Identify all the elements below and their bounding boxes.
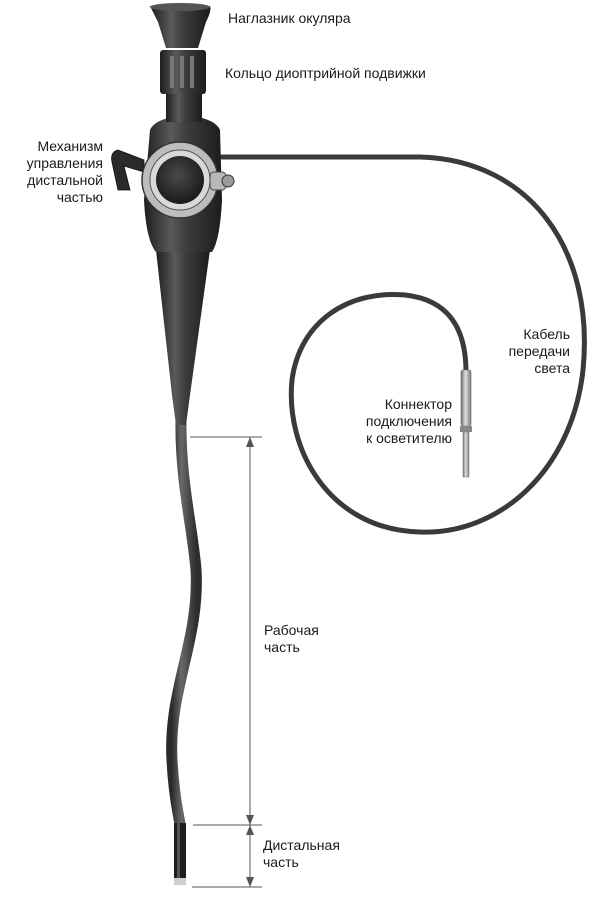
- eyecup: [150, 6, 211, 48]
- control-knob: [156, 156, 204, 204]
- label-working-part-line: часть: [264, 639, 300, 655]
- dimension-lines: [190, 436, 262, 888]
- label-distal-control: Механизм управления дистальной частью: [0, 138, 103, 206]
- label-distal-control-line: управления: [26, 155, 103, 171]
- label-eyepiece: Наглазник окуляра: [228, 10, 351, 27]
- label-distal-part: Дистальная часть: [263, 837, 340, 871]
- light-cable: [219, 154, 587, 535]
- label-diopter-ring: Кольцо диоптрийной подвижки: [225, 65, 426, 82]
- label-distal-part-line: Дистальная: [263, 837, 340, 853]
- strain-relief: [156, 250, 210, 425]
- label-light-cable-line: света: [534, 360, 570, 376]
- label-working-part-line: Рабочая: [264, 622, 319, 638]
- label-distal-control-line: частью: [56, 189, 103, 205]
- label-light-cable-line: передачи: [508, 343, 570, 359]
- label-eyepiece-text: Наглазник окуляра: [228, 10, 351, 26]
- label-distal-part-line: часть: [263, 854, 299, 870]
- label-diopter-ring-text: Кольцо диоптрийной подвижки: [225, 65, 426, 81]
- label-connector: Коннектор подключения к осветителю: [320, 396, 452, 447]
- diopter-ring: [160, 50, 206, 94]
- distal-control-lever: [111, 149, 145, 191]
- distal-tip: [174, 823, 186, 885]
- label-light-cable-line: Кабель: [523, 326, 570, 342]
- label-distal-control-line: Механизм: [37, 138, 103, 154]
- label-distal-control-line: дистальной: [27, 172, 103, 188]
- label-connector-line: Коннектор: [384, 396, 452, 412]
- insertion-tube: [166, 414, 202, 831]
- label-working-part: Рабочая часть: [264, 622, 319, 656]
- light-connector: [460, 369, 472, 478]
- label-light-cable: Кабель передачи света: [470, 326, 570, 377]
- label-connector-line: подключения: [365, 413, 452, 429]
- label-connector-line: к осветителю: [366, 430, 452, 446]
